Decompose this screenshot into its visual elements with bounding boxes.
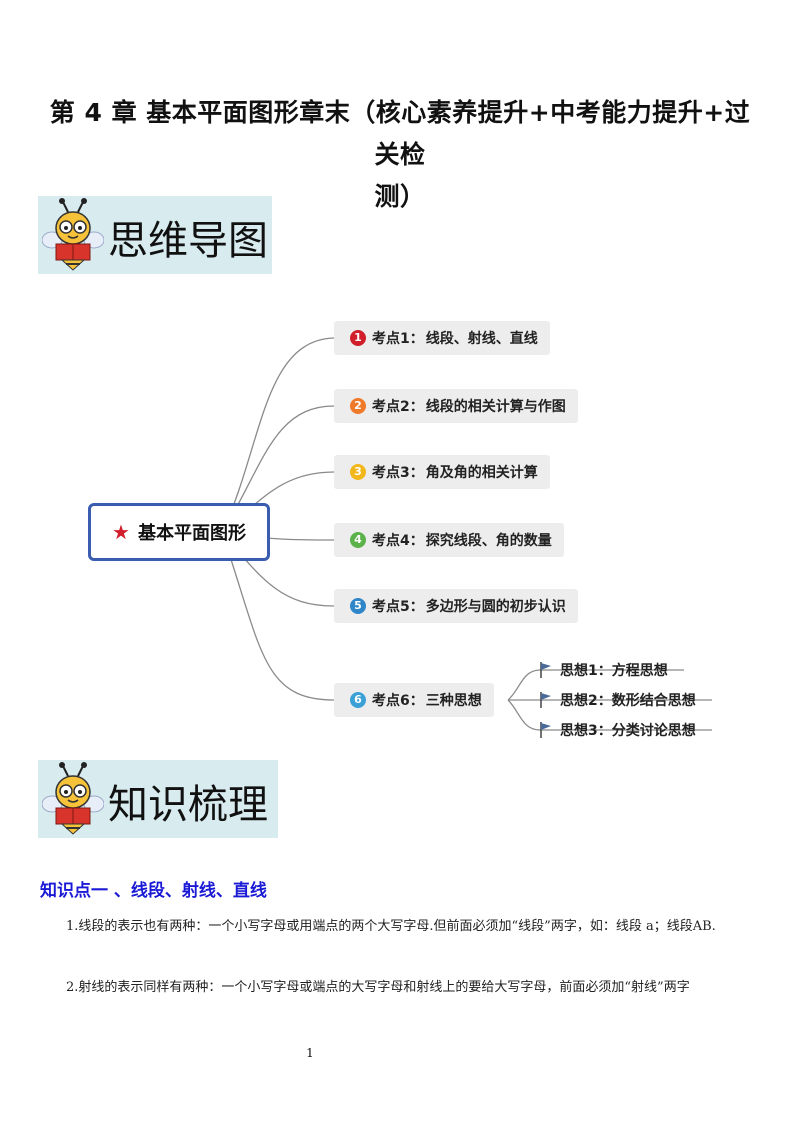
mindmap-node-1: 1 考点1： 线段、射线、直线 (334, 321, 550, 355)
node-key: 考点4： (372, 533, 424, 549)
subnode-text: 方程思想 (611, 663, 668, 679)
subnode-key: 思想2： (560, 693, 612, 709)
number-badge-icon: 1 (350, 330, 366, 346)
mindmap-node-5: 5 考点5： 多边形与圆的初步认识 (334, 589, 578, 623)
flag-icon (540, 692, 551, 708)
mindmap-root: ★ 基本平面图形 (88, 503, 270, 561)
mindmap-subnode-3: 思想3： 分类讨论思想 (540, 718, 696, 742)
node-key: 考点1： (372, 331, 424, 347)
subnode-key: 思想3： (560, 723, 612, 739)
paragraph-2: 2.射线的表示同样有两种：一个小写字母或端点的大写字母和射线上的要给大写字母，前… (66, 980, 690, 995)
knowledge-banner: 知识梳理 (38, 760, 278, 838)
section-heading: 知识点一 、线段、射线、直线 (40, 881, 267, 901)
subnode-text: 数形结合思想 (611, 693, 696, 709)
node-key: 考点2： (372, 399, 424, 415)
paragraph-1: 1.线段的表示也有两种：一个小写字母或用端点的两个大写字母.但前面必须加“线段”… (66, 919, 716, 934)
node-key: 考点5： (372, 599, 424, 615)
node-text: 三种思想 (425, 693, 482, 709)
mindmap-node-2: 2 考点2： 线段的相关计算与作图 (334, 389, 578, 423)
mindmap-node-3: 3 考点3： 角及角的相关计算 (334, 455, 550, 489)
title-line-2: 测） (374, 182, 426, 211)
bee-mascot-icon (42, 198, 104, 271)
star-icon: ★ (112, 520, 130, 544)
mindmap-banner: 思维导图 (38, 196, 272, 274)
number-badge-icon: 6 (350, 692, 366, 708)
node-text: 角及角的相关计算 (425, 465, 538, 481)
node-key: 考点6： (372, 693, 424, 709)
flag-icon (540, 662, 551, 678)
number-badge-icon: 3 (350, 464, 366, 480)
mindmap-node-4: 4 考点4： 探究线段、角的数量 (334, 523, 564, 557)
bee-mascot-icon (42, 762, 104, 835)
page-number: 1 (306, 1046, 314, 1060)
knowledge-banner-label: 知识梳理 (108, 782, 268, 828)
number-badge-icon: 5 (350, 598, 366, 614)
node-key: 考点3： (372, 465, 424, 481)
flag-icon (540, 722, 551, 738)
number-badge-icon: 4 (350, 532, 366, 548)
mindmap-root-label: 基本平面图形 (137, 523, 246, 544)
number-badge-icon: 2 (350, 398, 366, 414)
node-text: 线段、射线、直线 (425, 331, 538, 347)
mindmap-subnode-1: 思想1： 方程思想 (540, 658, 668, 682)
node-text: 探究线段、角的数量 (425, 533, 552, 549)
mindmap-subnode-2: 思想2： 数形结合思想 (540, 688, 696, 712)
title-line-1: 第 4 章 基本平面图形章末（核心素养提升+中考能力提升+过关检 (49, 98, 751, 169)
node-text: 多边形与圆的初步认识 (425, 599, 566, 615)
subnode-text: 分类讨论思想 (611, 723, 696, 739)
subnode-key: 思想1： (560, 663, 612, 679)
mindmap-node-6: 6 考点6： 三种思想 (334, 683, 494, 717)
mindmap-banner-label: 思维导图 (108, 218, 268, 264)
document-title: 第 4 章 基本平面图形章末（核心素养提升+中考能力提升+过关检 测） (40, 92, 760, 218)
node-text: 线段的相关计算与作图 (425, 399, 566, 415)
